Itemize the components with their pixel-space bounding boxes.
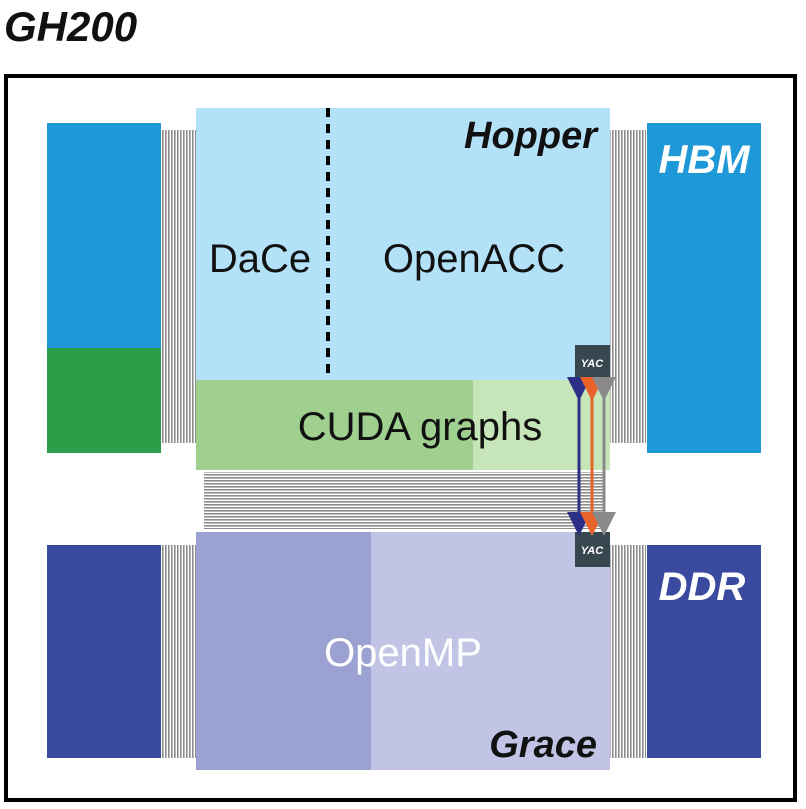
hopper-chip bbox=[196, 108, 610, 380]
yac-bottom-label: YAC bbox=[581, 545, 604, 557]
hbm-memory bbox=[647, 123, 761, 453]
right-bottom-interconnect bbox=[610, 545, 646, 758]
grace-openmp-dark bbox=[196, 532, 372, 770]
yac-top-box bbox=[575, 345, 610, 380]
left-top-memory-green bbox=[47, 348, 161, 453]
left-top-memory-blue bbox=[47, 123, 161, 349]
openmp-label: OpenMP bbox=[324, 631, 482, 675]
left-bottom-interconnect bbox=[162, 545, 196, 758]
hbm-label: HBM bbox=[658, 138, 751, 182]
cuda-graphs-label: CUDA graphs bbox=[298, 405, 543, 449]
right-top-interconnect bbox=[610, 130, 646, 443]
ddr-label: DDR bbox=[659, 565, 746, 609]
diagram-title: GH200 bbox=[4, 3, 138, 50]
dace-label: DaCe bbox=[209, 237, 311, 281]
left-top-interconnect bbox=[162, 130, 196, 443]
gh200-frame bbox=[4, 74, 797, 802]
ddr-memory bbox=[647, 545, 761, 758]
openacc-label: OpenACC bbox=[383, 237, 565, 281]
cuda-graphs-dark bbox=[196, 380, 474, 470]
nvlink-c2c-interconnect bbox=[204, 472, 604, 529]
grace-openmp-light bbox=[371, 532, 610, 770]
grace-label: Grace bbox=[489, 724, 597, 766]
left-bottom-memory bbox=[47, 545, 161, 758]
yac-bottom-box bbox=[575, 532, 610, 567]
hopper-label: Hopper bbox=[464, 115, 599, 157]
yac-top-label: YAC bbox=[581, 358, 604, 370]
